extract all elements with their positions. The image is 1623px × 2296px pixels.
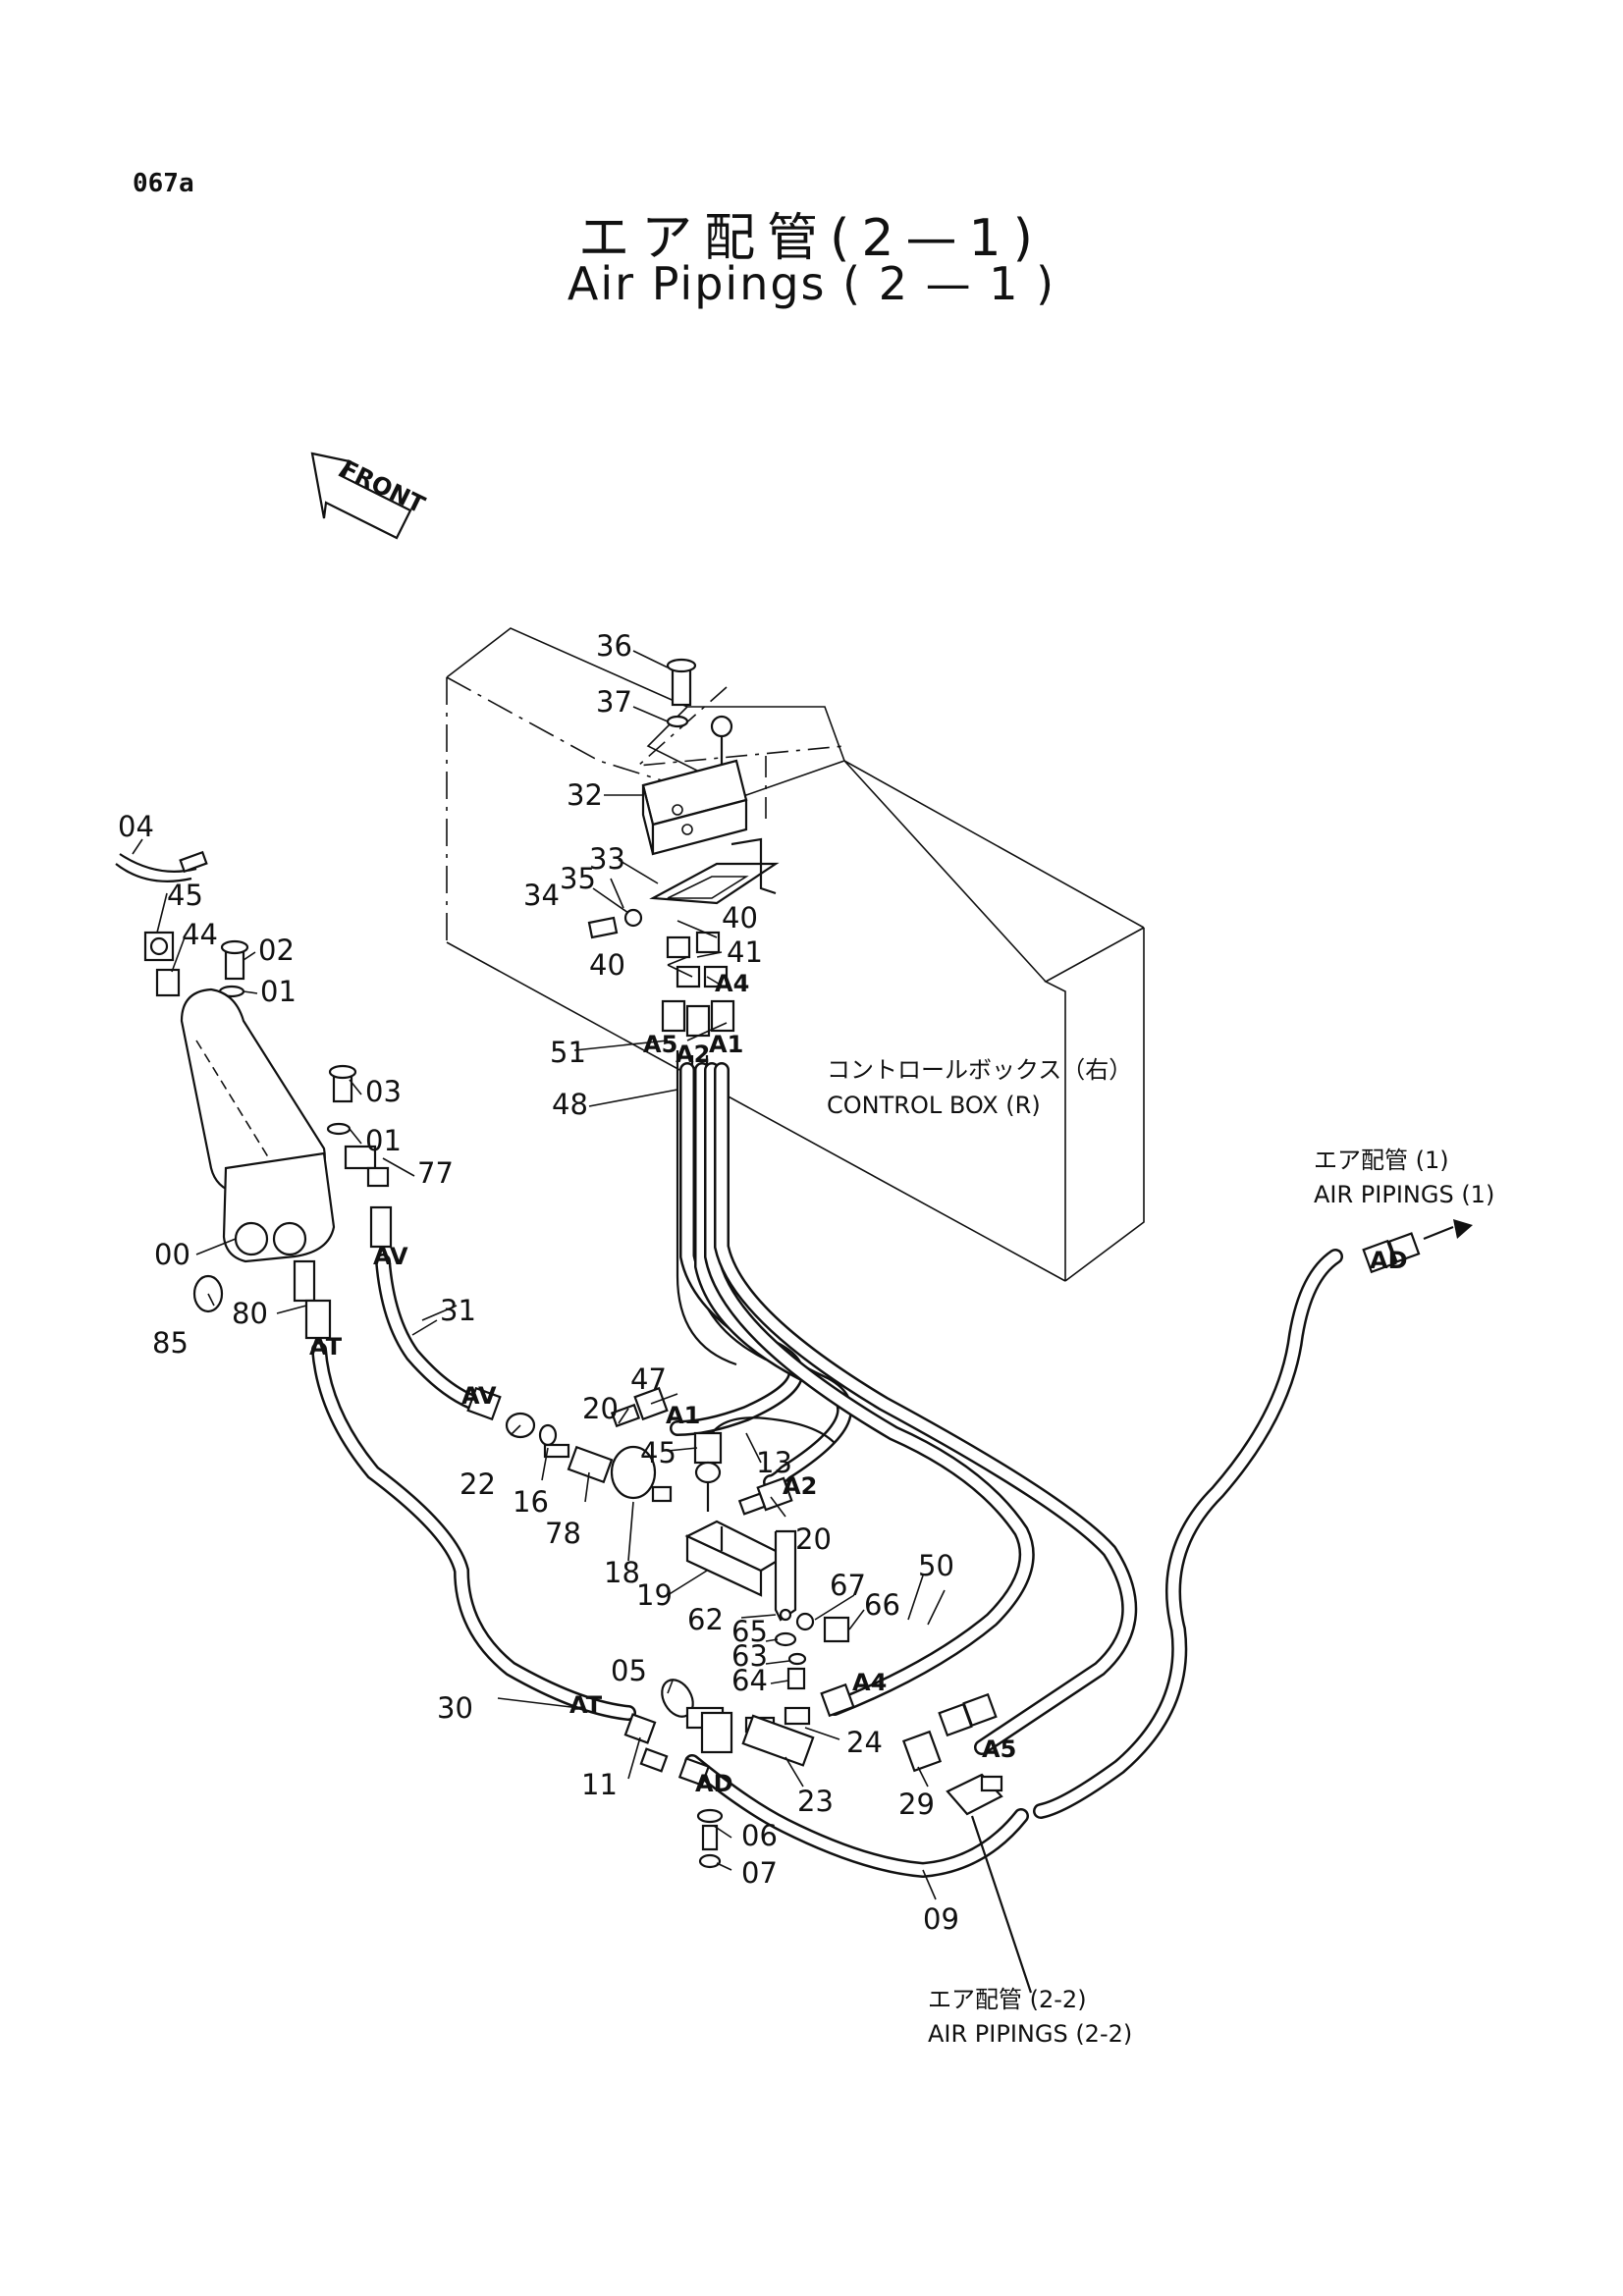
air-filter-assembly — [115, 850, 393, 1340]
leader-lines — [132, 650, 946, 1900]
part-label: 40 — [722, 901, 758, 934]
hose-lines — [311, 1062, 1343, 1879]
part-label: 51 — [550, 1036, 586, 1069]
part-label: 34 — [523, 879, 560, 912]
part-label: 85 — [152, 1326, 189, 1360]
middle-fittings — [466, 1386, 1033, 1994]
part-label: 47 — [630, 1362, 667, 1396]
part-label: 63 — [731, 1639, 768, 1673]
connection-label: A2 — [783, 1472, 817, 1500]
connection-label: AT — [569, 1691, 603, 1719]
part-number-labels: 36 37 32 33 34 35 40 40 41 51 48 04 45 4… — [118, 629, 959, 1936]
part-label: 13 — [756, 1446, 792, 1479]
part-label: 05 — [611, 1654, 647, 1687]
part-label: 65 — [731, 1615, 768, 1648]
air-pipings-2-2-label-jp: エア配管 (2-2) — [928, 1986, 1087, 2013]
part-label: 19 — [636, 1578, 673, 1612]
air-pipings-1-label-en: AIR PIPINGS (1) — [1314, 1181, 1494, 1208]
connection-label: A1 — [666, 1402, 700, 1429]
part-label: 02 — [258, 934, 295, 967]
part-label: 44 — [182, 918, 218, 951]
part-label: 33 — [589, 842, 625, 876]
right-end-fitting — [1362, 1219, 1473, 1274]
connection-label: AD — [695, 1770, 733, 1797]
part-label: 77 — [417, 1156, 454, 1190]
part-label: 20 — [582, 1392, 619, 1425]
connection-label: A4 — [715, 970, 749, 997]
part-label: 29 — [898, 1788, 935, 1821]
part-label: 36 — [596, 629, 632, 663]
connection-label: A5 — [643, 1031, 677, 1058]
connection-label: AD — [1370, 1247, 1408, 1274]
part-label: 50 — [918, 1549, 954, 1582]
connection-label: A1 — [709, 1031, 743, 1058]
part-label: 01 — [260, 975, 297, 1008]
air-pipings-2-2-label-en: AIR PIPINGS (2-2) — [928, 2020, 1132, 2048]
air-pipings-1-label-jp: エア配管 (1) — [1314, 1147, 1449, 1174]
part-label: 24 — [846, 1726, 883, 1759]
reference-texts: コントロールボックス（右） CONTROL BOX (R) エア配管 (1) A… — [827, 1056, 1494, 2048]
connection-label: A5 — [982, 1735, 1016, 1763]
part-label: 22 — [460, 1468, 496, 1501]
part-label: 48 — [552, 1088, 588, 1121]
part-label: 62 — [687, 1603, 724, 1636]
connection-label: A2 — [676, 1041, 710, 1068]
part-label: 03 — [365, 1075, 402, 1108]
part-label: 64 — [731, 1664, 768, 1697]
part-label: 31 — [440, 1294, 476, 1327]
part-label: 66 — [864, 1588, 900, 1622]
control-box-label-jp: コントロールボックス（右） — [827, 1056, 1132, 1084]
title-english: Air Pipings ( 2 — 1 ) — [567, 257, 1056, 310]
part-label: 01 — [365, 1124, 402, 1157]
connection-label: AT — [309, 1333, 343, 1361]
part-label: 40 — [589, 948, 625, 982]
part-label: 23 — [797, 1785, 834, 1818]
part-label: 67 — [830, 1569, 866, 1602]
title-japanese: エア配管(2—1) — [578, 209, 1045, 268]
part-label: 78 — [545, 1517, 581, 1550]
part-label: 07 — [741, 1856, 778, 1890]
part-label: 06 — [741, 1819, 778, 1852]
part-label: 00 — [154, 1238, 190, 1271]
part-label: 45 — [640, 1436, 676, 1469]
part-label: 35 — [560, 862, 596, 895]
part-label: 20 — [795, 1522, 832, 1556]
fittings-cluster — [661, 931, 735, 1038]
part-label: 37 — [596, 685, 632, 719]
part-label: 80 — [232, 1297, 268, 1330]
part-label: 30 — [437, 1691, 473, 1725]
part-label: 45 — [167, 879, 203, 912]
part-label: 04 — [118, 810, 154, 843]
front-arrow-icon: FRONT — [310, 452, 430, 540]
connection-label: A4 — [852, 1669, 887, 1696]
part-label: 11 — [581, 1768, 618, 1801]
control-box-outline — [446, 627, 1145, 1282]
part-label: 18 — [604, 1556, 640, 1589]
connection-labels: A4 A5 A2 A1 AV AT AV A1 A2 A4 AT AD A5 A… — [309, 970, 1408, 1797]
part-label: 32 — [567, 778, 603, 812]
connection-label: AV — [461, 1382, 497, 1410]
part-label: 41 — [727, 935, 763, 969]
page-id: 067a — [133, 169, 194, 198]
control-box-label-en: CONTROL BOX (R) — [827, 1092, 1041, 1119]
connection-label: AV — [373, 1243, 408, 1270]
part-label: 16 — [513, 1485, 549, 1519]
part-label: 09 — [923, 1902, 959, 1936]
